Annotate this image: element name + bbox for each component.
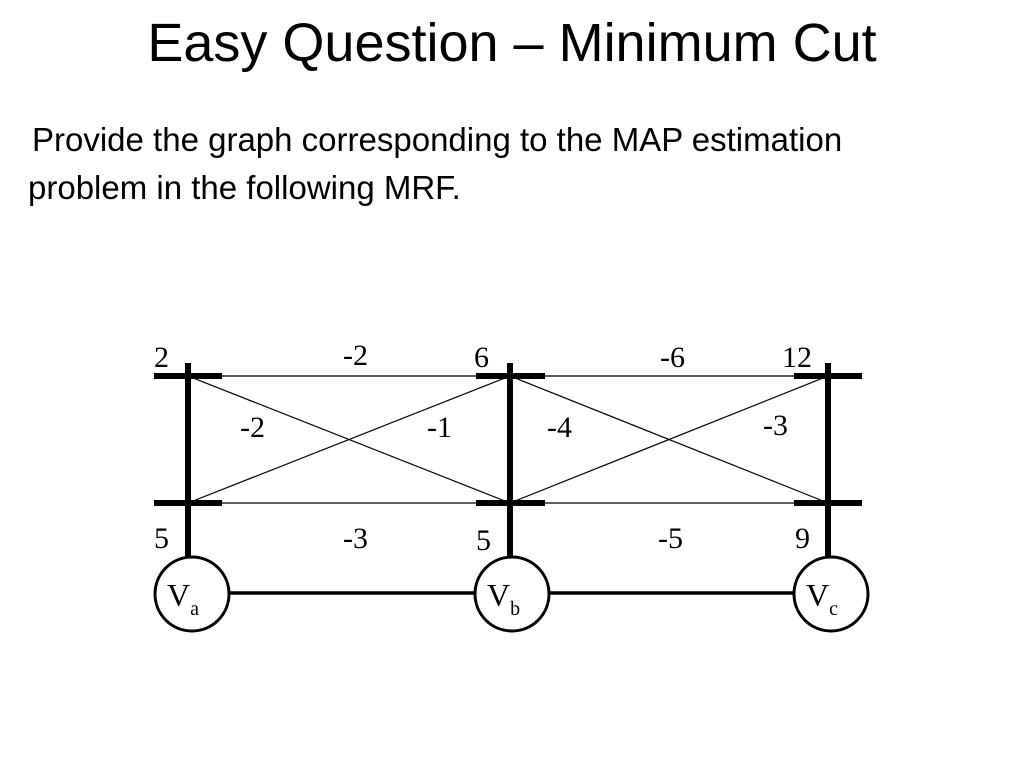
edge-bc-diag-up <box>509 375 829 504</box>
pairwise-ab-diag-left: -2 <box>240 411 265 444</box>
pairwise-bc-bottom: -5 <box>658 522 683 555</box>
node-vc-circle <box>792 555 870 633</box>
unary-vc-bottom: 9 <box>795 522 810 555</box>
pairwise-ab-bottom: -3 <box>343 522 368 555</box>
unary-va-top: 2 <box>154 341 169 374</box>
label-stacks <box>154 363 862 556</box>
unary-vc-top: 12 <box>782 341 812 374</box>
unary-vb-bottom: 5 <box>476 524 491 557</box>
variable-nodes <box>153 555 870 633</box>
node-vb-label: Vb <box>487 577 520 620</box>
node-vb-circle <box>473 555 551 633</box>
pairwise-bc-diag-left: -4 <box>547 411 572 444</box>
question-line-2: problem in the following MRF. <box>28 169 461 206</box>
edge-ab-diag-up <box>187 375 511 504</box>
node-va-circle <box>153 555 231 633</box>
question-text: Provide the graph corresponding to the M… <box>28 116 1018 212</box>
question-line-1: Provide the graph corresponding to the M… <box>32 121 843 158</box>
pairwise-edges <box>187 375 829 504</box>
pairwise-bc-diag-right: -3 <box>763 409 788 442</box>
slide-title: Easy Question – Minimum Cut <box>147 13 877 73</box>
pairwise-ab-top: -2 <box>343 339 368 372</box>
pairwise-bc-top: -6 <box>660 341 685 374</box>
pairwise-ab-diag-right: -1 <box>427 411 452 444</box>
node-vc-label: Vc <box>806 577 838 620</box>
node-va-label: Va <box>167 577 199 620</box>
unary-va-bottom: 5 <box>154 522 169 555</box>
unary-vb-top: 6 <box>474 341 489 374</box>
